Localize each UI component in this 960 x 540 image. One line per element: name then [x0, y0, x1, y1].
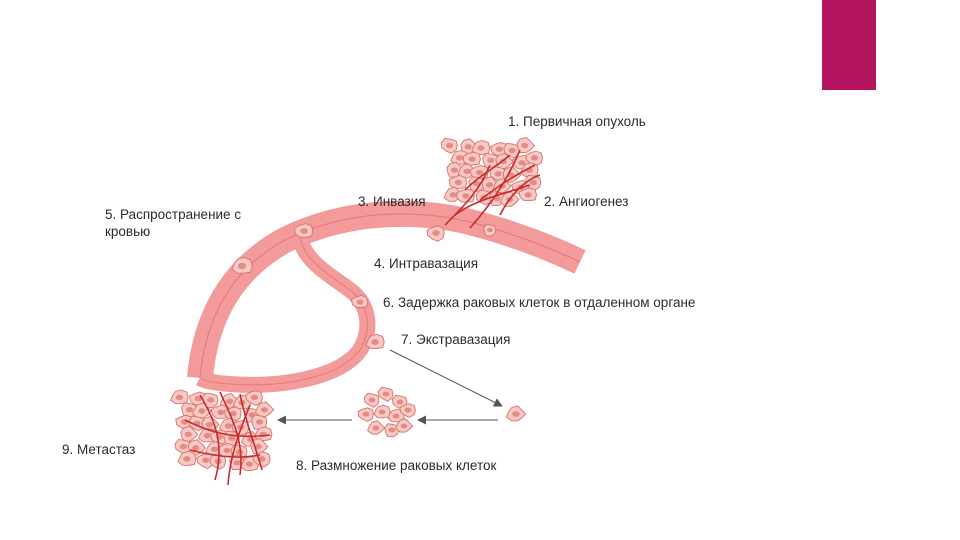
- label-invasion: 3. Инвазия: [358, 193, 426, 210]
- label-intravasation: 4. Интравазация: [374, 255, 478, 272]
- circulating-cell: [232, 258, 252, 274]
- tumor-cell: [178, 451, 196, 465]
- tumor-cell: [358, 408, 373, 422]
- tumor-cell: [171, 390, 189, 404]
- tumor-cell: [364, 393, 379, 407]
- label-extravasation: 7. Экстравазация: [401, 331, 510, 348]
- label-proliferation: 8. Размножение раковых клеток: [296, 457, 496, 474]
- arrow-extravasation: [390, 350, 502, 406]
- proliferation-cluster: [358, 387, 415, 436]
- label-angiogenesis: 2. Ангиогенез: [544, 193, 628, 210]
- tumor-cell: [368, 421, 385, 434]
- tumor-cell: [374, 405, 390, 418]
- primary-tumor: [441, 137, 542, 228]
- metastasis-tumor: [171, 390, 274, 485]
- circulating-cell: [484, 225, 496, 237]
- tumor-cell: [441, 138, 457, 153]
- tumor-cell: [378, 387, 393, 401]
- label-arrest: 6. Задержка раковых клеток в отдаленном …: [383, 294, 695, 311]
- circulating-cell: [507, 406, 526, 421]
- label-metastasis: 9. Метастаз: [62, 441, 135, 458]
- label-primary-tumor: 1. Первичная опухоль: [508, 113, 646, 130]
- label-circulation: 5. Распространение с кровью: [105, 206, 280, 240]
- circulating-cell: [427, 226, 444, 241]
